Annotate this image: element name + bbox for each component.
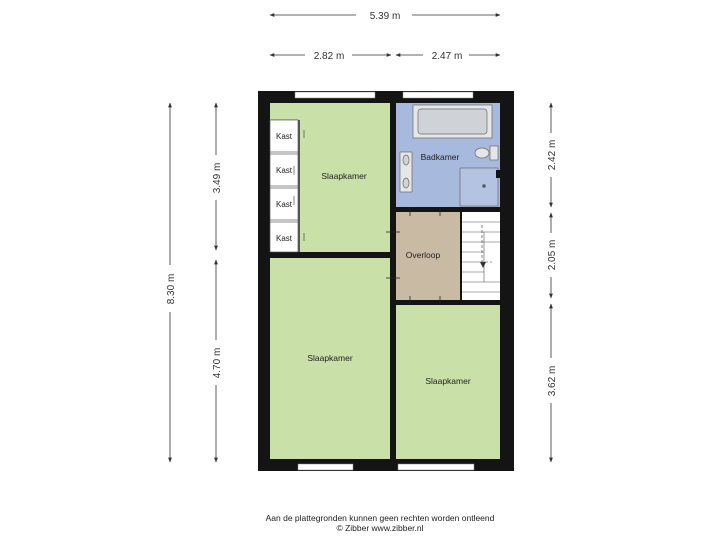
room-label-bathroom: Badkamer bbox=[421, 152, 460, 162]
dimension-lines bbox=[168, 13, 553, 463]
closet-label-1: Kast bbox=[276, 132, 293, 141]
staircase bbox=[462, 221, 500, 293]
dimension-top-total: 5.39 m bbox=[370, 11, 401, 22]
room-label-bedroom-bottom-left: Slaapkamer bbox=[307, 353, 353, 363]
windows bbox=[294, 91, 475, 471]
room-bedroom-bottom-right bbox=[396, 305, 500, 459]
dimension-left-total: 8.30 m bbox=[166, 274, 177, 305]
footer-copyright: © Zibber www.zibber.nl bbox=[336, 523, 423, 533]
room-bedroom-bottom-left bbox=[270, 258, 390, 459]
room-label-bedroom-bottom-right: Slaapkamer bbox=[425, 376, 471, 386]
closet-label-4: Kast bbox=[276, 234, 293, 243]
dimension-right-upper: 2.42 m bbox=[547, 140, 558, 171]
dimension-right-lower: 3.62 m bbox=[547, 366, 558, 397]
footer-disclaimer: Aan de plattegronden kunnen geen rechten… bbox=[266, 513, 495, 523]
door-marks bbox=[386, 207, 441, 305]
room-label-bedroom-top-left: Slaapkamer bbox=[321, 171, 367, 181]
bathroom-fixtures bbox=[399, 104, 500, 207]
closets bbox=[269, 119, 305, 253]
room-label-landing: Overloop bbox=[406, 250, 441, 260]
dimension-top-left: 2.82 m bbox=[314, 51, 345, 62]
room-landing bbox=[396, 212, 460, 300]
stairwell bbox=[462, 212, 500, 300]
closet-label-3: Kast bbox=[276, 200, 293, 209]
dimension-left-upper: 3.49 m bbox=[212, 163, 223, 194]
dimension-labels: 5.39 m 2.82 m 2.47 m 8.30 m 3.49 m 4.70 … bbox=[166, 11, 558, 396]
dimension-top-right: 2.47 m bbox=[432, 51, 463, 62]
closet-label-2: Kast bbox=[276, 166, 293, 175]
dimension-right-middle: 2.05 m bbox=[547, 240, 558, 271]
dimension-left-lower: 4.70 m bbox=[212, 348, 223, 379]
interior-walls bbox=[270, 103, 500, 459]
